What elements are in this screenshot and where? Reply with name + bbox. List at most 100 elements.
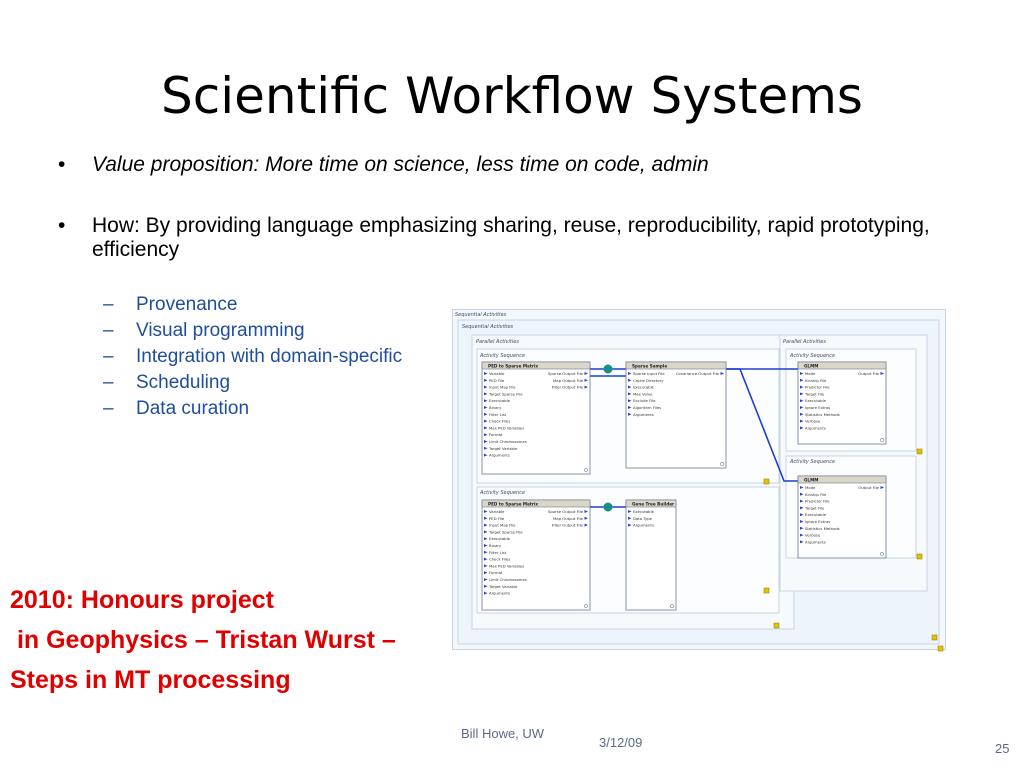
input-port-icon[interactable]: [484, 426, 488, 430]
input-port-label: Kinship File: [805, 378, 827, 383]
input-port-icon[interactable]: [800, 486, 804, 489]
input-port-icon[interactable]: [628, 412, 632, 416]
input-port-label: Format: [489, 432, 503, 437]
input-port-icon[interactable]: [800, 412, 804, 416]
input-port-icon[interactable]: [800, 526, 804, 530]
input-port-icon[interactable]: [484, 557, 488, 561]
input-port-icon[interactable]: [800, 540, 804, 544]
input-port-icon[interactable]: [484, 530, 488, 534]
input-port-icon[interactable]: [628, 378, 632, 382]
input-port-icon[interactable]: [800, 513, 804, 517]
container-label: Sequential Activities: [455, 312, 507, 318]
input-port-icon[interactable]: [800, 372, 804, 375]
container-label: Parallel Activities: [783, 339, 826, 345]
input-port-icon[interactable]: [628, 523, 632, 527]
output-port-icon[interactable]: [584, 516, 589, 520]
input-port-icon[interactable]: [484, 378, 488, 382]
input-port-icon[interactable]: [484, 584, 488, 588]
input-port-icon[interactable]: [800, 406, 804, 409]
input-port-icon[interactable]: [484, 419, 488, 423]
input-port-icon[interactable]: [484, 412, 488, 416]
marker-icon: [763, 587, 770, 594]
output-port-icon[interactable]: [880, 486, 885, 489]
container-label: Activity Sequence: [789, 353, 835, 359]
input-port-icon[interactable]: [800, 520, 804, 523]
input-port-label: Sparse Input File: [633, 371, 665, 376]
input-port-icon[interactable]: [484, 392, 488, 396]
connector-node[interactable]: [603, 364, 613, 374]
output-port-icon[interactable]: [880, 372, 885, 375]
input-port-icon[interactable]: [800, 492, 804, 496]
output-port-label: Map Output File: [553, 378, 584, 383]
input-port-icon[interactable]: [484, 550, 488, 554]
output-port-icon[interactable]: [584, 372, 589, 375]
input-port-icon[interactable]: [800, 378, 804, 382]
input-port-icon[interactable]: [800, 533, 804, 537]
input-port-label: Predictor File: [805, 385, 830, 390]
output-port-icon[interactable]: [720, 372, 725, 375]
input-port-icon[interactable]: [800, 506, 804, 510]
input-port-icon[interactable]: [484, 372, 488, 375]
sub-bullet-scheduling: –Scheduling: [103, 370, 230, 396]
output-port-icon[interactable]: [584, 510, 589, 513]
zoom-icon[interactable]: [670, 604, 674, 608]
input-port-icon[interactable]: [800, 392, 804, 396]
bullet-glyph: •: [58, 153, 66, 176]
input-port-icon[interactable]: [484, 510, 488, 513]
output-port-label: Output File: [858, 485, 879, 490]
input-port-icon[interactable]: [484, 399, 488, 403]
zoom-icon[interactable]: [584, 604, 588, 608]
input-port-icon[interactable]: [484, 564, 488, 568]
connector-node[interactable]: [603, 502, 613, 512]
dash-glyph: –: [103, 294, 114, 315]
input-port-icon[interactable]: [484, 453, 488, 457]
input-port-label: Arguments: [633, 412, 654, 417]
input-port-icon[interactable]: [484, 537, 488, 541]
input-port-icon[interactable]: [628, 516, 632, 520]
zoom-icon[interactable]: [880, 438, 884, 442]
input-port-icon[interactable]: [484, 385, 488, 389]
output-port-icon[interactable]: [584, 385, 589, 389]
input-port-icon[interactable]: [484, 433, 488, 437]
output-port-label: Sparse Output File: [548, 509, 584, 514]
input-port-icon[interactable]: [484, 406, 488, 409]
input-port-icon[interactable]: [628, 406, 632, 409]
input-port-icon[interactable]: [484, 591, 488, 595]
input-port-label: Exclude File: [633, 398, 656, 403]
input-port-icon[interactable]: [484, 578, 488, 581]
container-label: Activity Sequence: [479, 490, 525, 496]
input-port-icon[interactable]: [484, 523, 488, 527]
input-port-icon[interactable]: [484, 544, 488, 547]
input-port-icon[interactable]: [628, 510, 632, 513]
input-port-icon[interactable]: [800, 399, 804, 403]
zoom-icon[interactable]: [880, 552, 884, 556]
output-port-icon[interactable]: [584, 523, 589, 527]
input-port-icon[interactable]: [628, 385, 632, 389]
input-port-icon[interactable]: [800, 419, 804, 423]
zoom-icon[interactable]: [584, 468, 588, 472]
sub-bullet-text: Visual programming: [136, 320, 305, 341]
zoom-icon[interactable]: [720, 462, 724, 466]
activity-box-title: PED to Sparse Matrix: [488, 501, 538, 506]
input-port-icon[interactable]: [484, 571, 488, 575]
input-port-icon[interactable]: [484, 446, 488, 450]
input-port-icon[interactable]: [484, 440, 488, 443]
input-port-icon[interactable]: [800, 385, 804, 389]
input-port-icon[interactable]: [628, 392, 632, 396]
input-port-icon[interactable]: [484, 516, 488, 520]
activity-box-title: GLMM: [804, 363, 818, 368]
input-port-label: Max PED Variables: [489, 425, 524, 430]
input-port-icon[interactable]: [628, 372, 632, 375]
sub-bullet-text: Provenance: [136, 294, 238, 315]
input-port-icon[interactable]: [628, 399, 632, 403]
input-port-icon[interactable]: [800, 499, 804, 503]
output-port-icon[interactable]: [584, 378, 589, 382]
input-port-icon[interactable]: [800, 426, 804, 430]
